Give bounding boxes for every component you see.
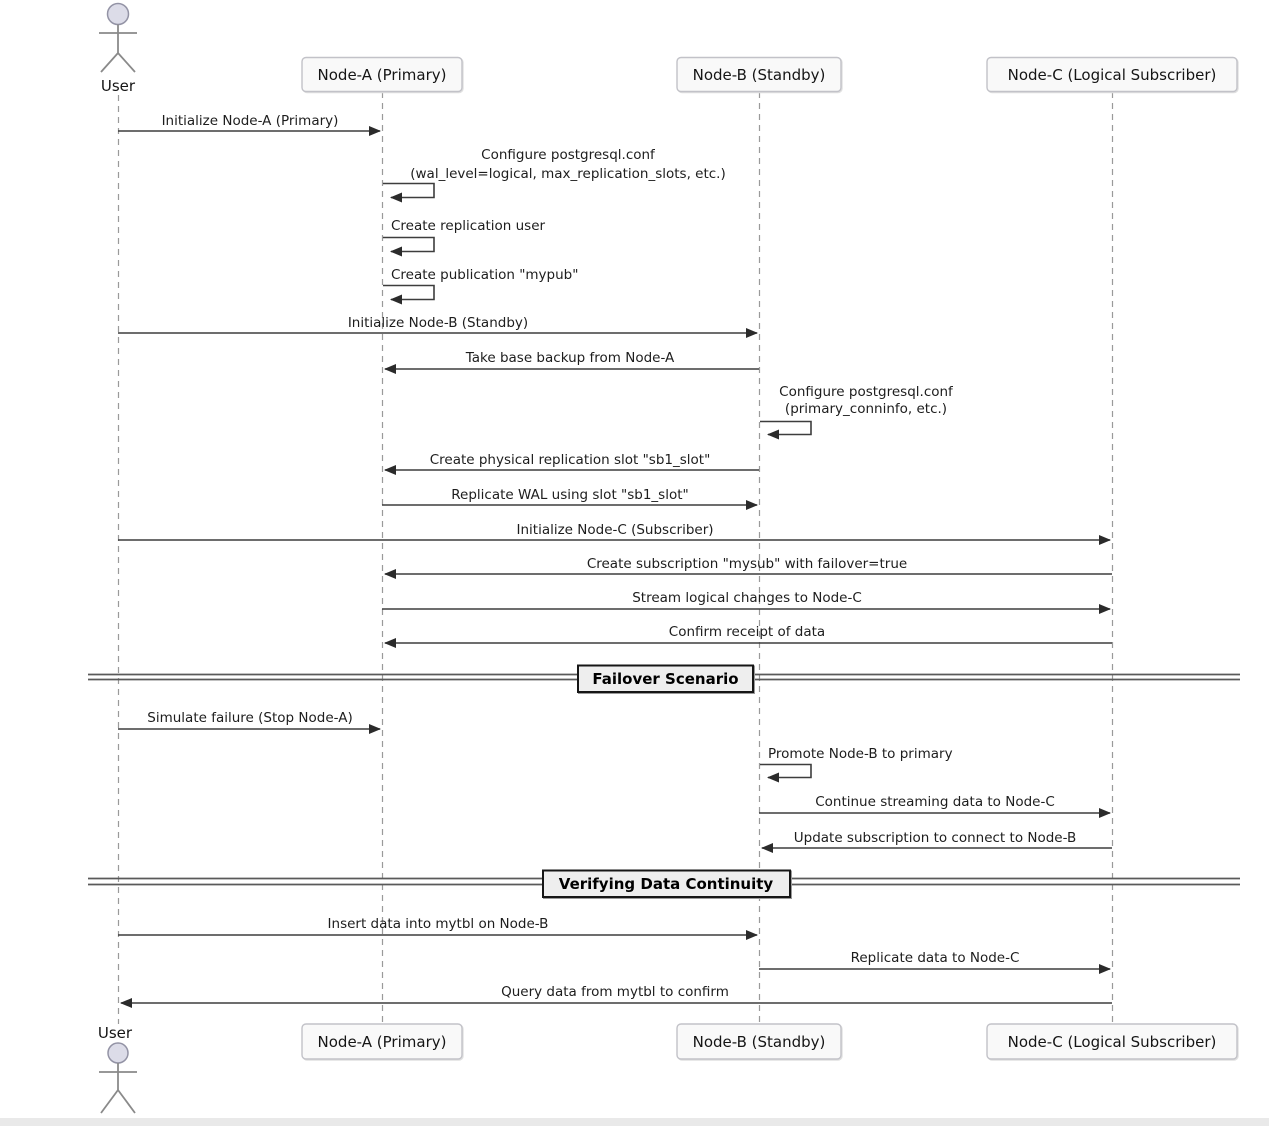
participant-label: Node-C (Logical Subscriber) <box>1008 66 1217 84</box>
user-actor-icon-top: User <box>99 2 137 95</box>
message-initialize-node-a: Initialize Node-A (Primary) <box>118 113 381 136</box>
actor-body <box>99 1063 137 1114</box>
message-label: Query data from mytbl to confirm <box>501 984 729 1000</box>
participant-label: Node-A (Primary) <box>318 1033 447 1051</box>
message-label: Confirm receipt of data <box>669 624 825 640</box>
participant-top-node-a: Node-A (Primary) <box>301 56 463 93</box>
message-label: Initialize Node-C (Subscriber) <box>516 522 713 538</box>
message-label: Create publication "mypub" <box>391 267 578 283</box>
message-label: Initialize Node-A (Primary) <box>162 113 339 129</box>
message-label: Simulate failure (Stop Node-A) <box>147 710 352 726</box>
self-message-arrow <box>760 420 812 440</box>
message-label: Promote Node-B to primary <box>768 746 953 762</box>
divider-failover-scenario: Failover Scenario <box>88 664 1240 693</box>
message-simulate-failure: Simulate failure (Stop Node-A) <box>118 710 381 734</box>
participant-bottom-node-a: Node-A (Primary) <box>301 1023 463 1060</box>
self-message-arrow <box>383 182 435 203</box>
bottom-edge-bar <box>0 1118 1269 1126</box>
message-label: Configure postgresql.conf <box>779 384 954 400</box>
participant-top-node-c: Node-C (Logical Subscriber) <box>986 56 1238 93</box>
message-label: Continue streaming data to Node-C <box>815 794 1055 810</box>
actor-label-top: User <box>101 77 136 95</box>
actor-head <box>106 2 130 26</box>
message-confirm-receipt: Confirm receipt of data <box>384 624 1112 648</box>
message-update-subscription: Update subscription to connect to Node-B <box>761 830 1112 853</box>
message-create-subscription: Create subscription "mysub" with failove… <box>384 556 1112 579</box>
message-label: Insert data into mytbl on Node-B <box>328 916 549 932</box>
message-label: Replicate WAL using slot "sb1_slot" <box>451 487 688 503</box>
message-label-line2: (wal_level=logical, max_replication_slot… <box>410 166 725 182</box>
message-continue-streaming: Continue streaming data to Node-C <box>759 794 1111 818</box>
divider-box <box>542 869 791 898</box>
message-create-replication-user: Create replication user <box>383 218 546 257</box>
message-configure-node-a: Configure postgresql.conf (wal_level=log… <box>383 147 726 203</box>
participant-label: Node-B (Standby) <box>693 66 826 84</box>
self-message-arrow <box>760 763 812 783</box>
message-create-publication: Create publication "mypub" <box>383 267 578 305</box>
message-replicate-data: Replicate data to Node-C <box>759 950 1111 974</box>
self-message-arrow <box>383 236 435 257</box>
message-promote-node-b: Promote Node-B to primary <box>760 746 953 783</box>
message-stream-logical-changes: Stream logical changes to Node-C <box>382 590 1111 614</box>
message-insert-data: Insert data into mytbl on Node-B <box>118 916 758 940</box>
user-actor-icon-bottom: User <box>98 1024 137 1114</box>
message-label: Replicate data to Node-C <box>851 950 1020 966</box>
message-create-physical-slot: Create physical replication slot "sb1_sl… <box>384 452 759 475</box>
message-label: Initialize Node-B (Standby) <box>348 315 528 331</box>
message-label: Update subscription to connect to Node-B <box>794 830 1077 846</box>
self-message-arrow <box>383 284 435 305</box>
message-label: Create subscription "mysub" with failove… <box>587 556 907 572</box>
message-label: Create replication user <box>391 218 546 234</box>
message-label: Configure postgresql.conf <box>481 147 656 163</box>
divider-label: Verifying Data Continuity <box>559 875 774 893</box>
message-label: Create physical replication slot "sb1_sl… <box>430 452 711 468</box>
participant-top-node-b: Node-B (Standby) <box>676 56 842 93</box>
message-configure-node-b: Configure postgresql.conf (primary_conni… <box>760 384 954 440</box>
participant-label: Node-A (Primary) <box>318 66 447 84</box>
message-initialize-node-b: Initialize Node-B (Standby) <box>118 315 758 338</box>
actor-body <box>99 24 137 73</box>
message-label-line2: (primary_conninfo, etc.) <box>785 401 947 417</box>
participant-label: Node-B (Standby) <box>693 1033 826 1051</box>
actor-label-bottom: User <box>98 1024 133 1042</box>
divider-verifying-data-continuity: Verifying Data Continuity <box>88 869 1240 898</box>
message-initialize-node-c: Initialize Node-C (Subscriber) <box>118 522 1111 545</box>
divider-label: Failover Scenario <box>592 670 738 688</box>
message-replicate-wal: Replicate WAL using slot "sb1_slot" <box>382 487 758 510</box>
participant-bottom-node-b: Node-B (Standby) <box>676 1023 842 1060</box>
participant-bottom-node-c: Node-C (Logical Subscriber) <box>986 1023 1238 1060</box>
message-query-data: Query data from mytbl to confirm <box>120 984 1112 1008</box>
actor-head <box>107 1042 129 1064</box>
message-take-base-backup: Take base backup from Node-A <box>384 350 759 374</box>
participant-label: Node-C (Logical Subscriber) <box>1008 1033 1217 1051</box>
message-label: Take base backup from Node-A <box>465 350 675 366</box>
divider-box <box>577 664 754 693</box>
message-label: Stream logical changes to Node-C <box>632 590 862 606</box>
